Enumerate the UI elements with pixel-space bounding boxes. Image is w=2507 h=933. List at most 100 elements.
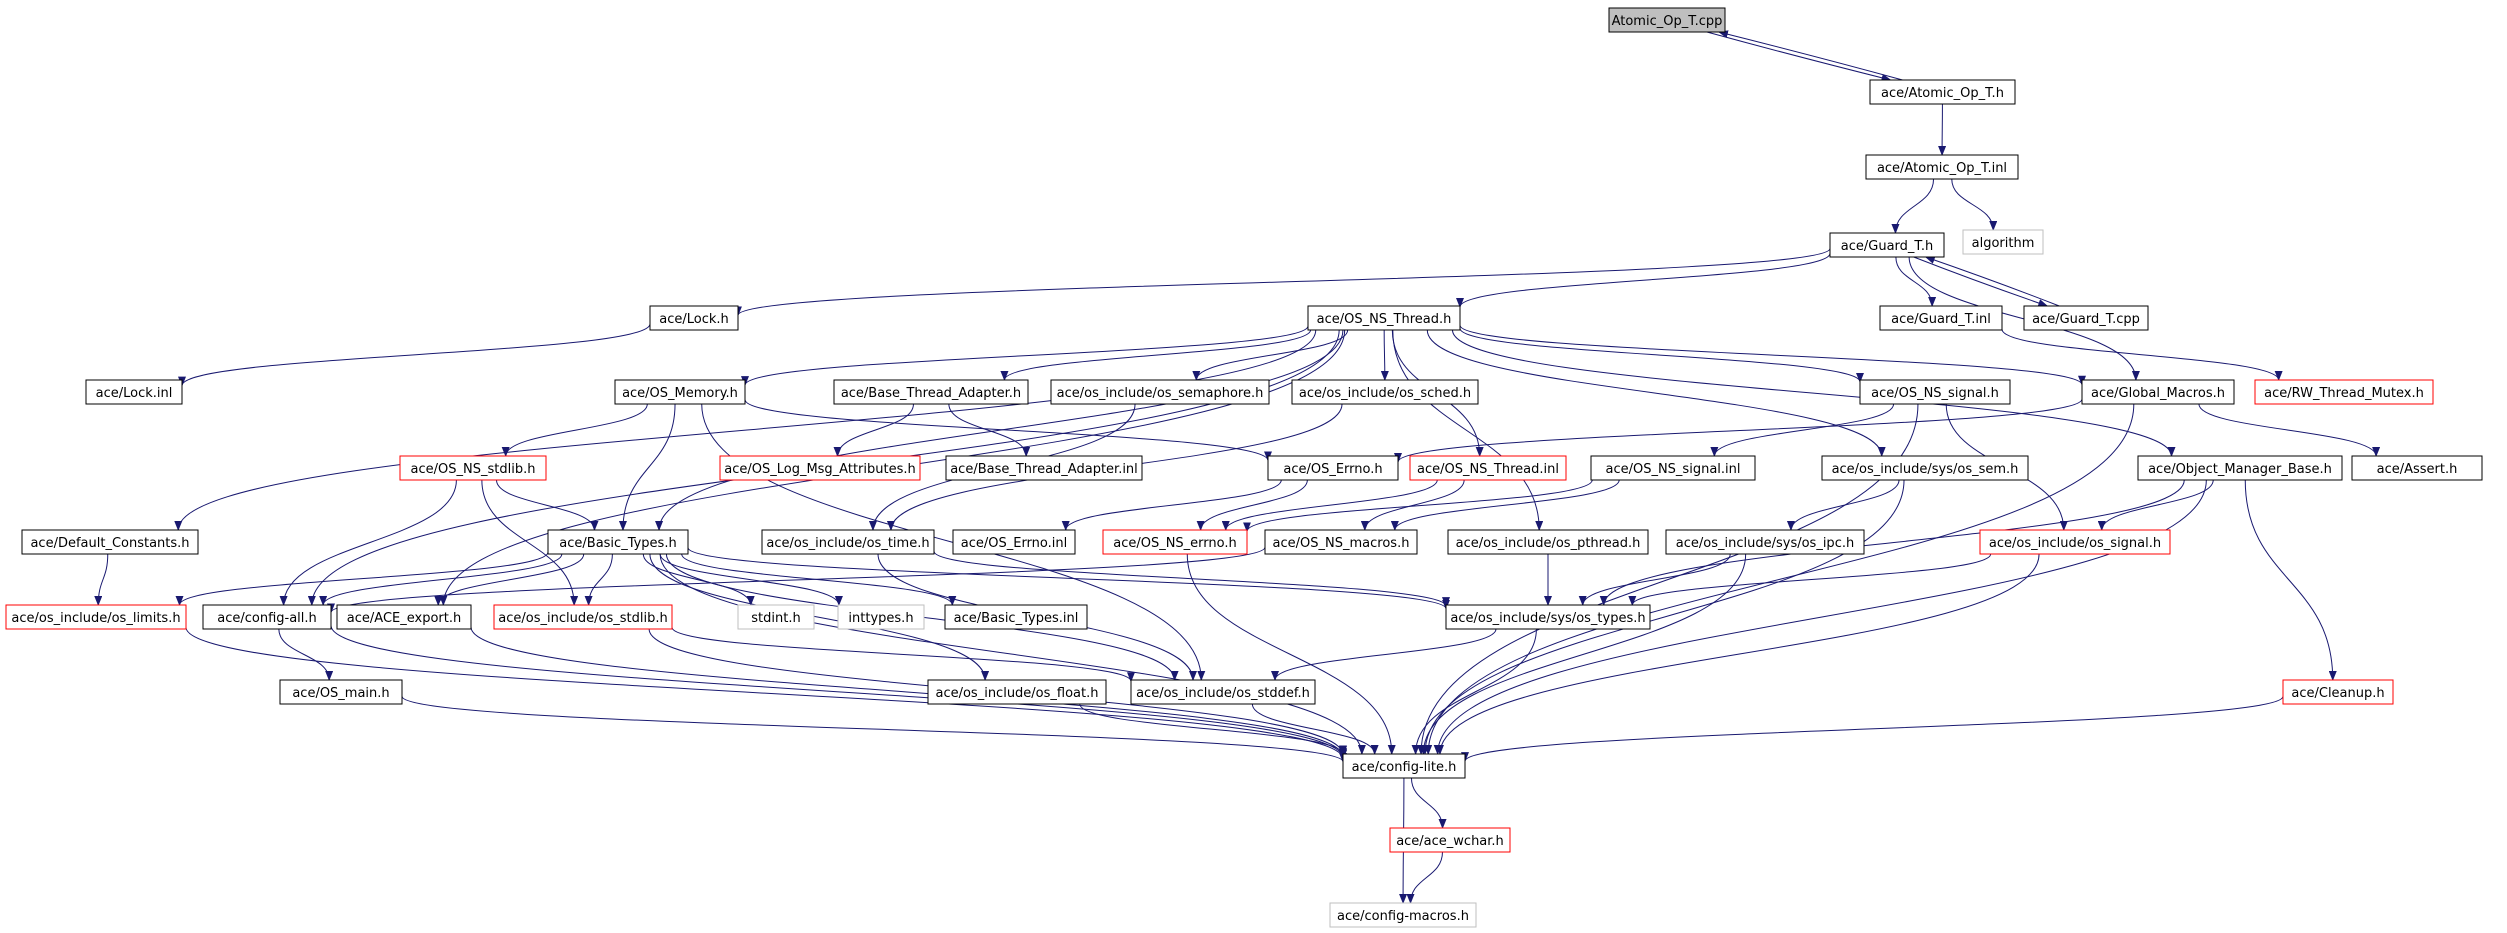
graph-node-aceexport-h[interactable]: ace/ACE_export.h: [336, 604, 472, 630]
edge-osmain_h-to-configlite_h: [401, 695, 1347, 763]
node-box: [1329, 902, 1477, 928]
graph-node-guard-h[interactable]: ace/Guard_T.h: [1829, 232, 1945, 258]
graph-node-osnsstdlib-h[interactable]: ace/OS_NS_stdlib.h: [399, 455, 547, 481]
graph-node-osstddef-h[interactable]: ace/os_include/os_stddef.h: [1130, 679, 1316, 705]
edge-osnsthread_h-to-objmgrbase_h: [1451, 329, 2176, 457]
node-box: [1869, 79, 2016, 105]
graph-node-osnssignal-inl[interactable]: ace/OS_NS_signal.inl: [1590, 455, 1756, 481]
node-box: [719, 455, 921, 481]
graph-node-btadapter-inl[interactable]: ace/Base_Thread_Adapter.inl: [945, 455, 1143, 481]
graph-node-root[interactable]: Atomic_Op_T.cpp: [1608, 7, 1726, 33]
graph-node-lock-inl[interactable]: ace/Lock.inl: [85, 379, 183, 405]
graph-node-ostime-h[interactable]: ace/os_include/os_time.h: [761, 529, 935, 555]
edge-globalmacros_h-to-assert_h: [2198, 403, 2381, 457]
graph-node-osmemory-h[interactable]: ace/OS_Memory.h: [614, 379, 746, 405]
graph-node-ospthread-h[interactable]: ace/os_include/os_pthread.h: [1447, 529, 1649, 555]
graph-node-btadapter-h[interactable]: ace/Base_Thread_Adapter.h: [833, 379, 1029, 405]
node-label: ace/config-macros.h: [1337, 909, 1469, 924]
graph-node-ostypes-h[interactable]: ace/os_include/sys/os_types.h: [1445, 604, 1651, 630]
node-label: ace/OS_Log_Msg_Attributes.h: [724, 462, 915, 477]
edge-oslimits_h-to-configlite_h: [185, 627, 1347, 761]
edge-basictypes_h-to-aceexport_h: [434, 553, 585, 606]
node-label: ace/ace_wchar.h: [1396, 834, 1504, 849]
graph-node-defconst-h[interactable]: ace/Default_Constants.h: [21, 529, 199, 555]
node-label: ace/os_include/sys/os_ipc.h: [1676, 536, 1854, 551]
graph-node-configlite-h[interactable]: ace/config-lite.h: [1342, 753, 1466, 779]
node-label: ace/os_include/os_time.h: [766, 536, 929, 551]
graph-node-guard-cpp[interactable]: ace/Guard_T.cpp: [2023, 305, 2149, 331]
edge-btadapter_h-to-oslogmsg_h: [833, 403, 914, 457]
node-box: [649, 305, 739, 331]
node-box: [1389, 827, 1511, 853]
edge-ossignal_h-to-ostypes_h: [1628, 553, 1992, 606]
edge-osmemory_h-to-oserrno_h: [744, 399, 1272, 462]
graph-node-oserrno-h[interactable]: ace/OS_Errno.h: [1267, 455, 1399, 481]
node-label: Atomic_Op_T.cpp: [1612, 14, 1723, 29]
node-label: ace/ACE_export.h: [347, 611, 461, 626]
node-box: [1665, 529, 1865, 555]
graph-node-osfloat-h[interactable]: ace/os_include/os_float.h: [927, 679, 1107, 705]
node-box: [2023, 305, 2149, 331]
edge-basictypes_h-to-stdint_h: [642, 553, 755, 606]
graph-node-osnsthread-inl[interactable]: ace/OS_NS_Thread.inl: [1409, 455, 1567, 481]
graph-node-osnssignal-h[interactable]: ace/OS_NS_signal.h: [1859, 379, 2011, 405]
node-label: ace/Basic_Types.h: [559, 536, 676, 551]
graph-node-ossched-h[interactable]: ace/os_include/os_sched.h: [1291, 379, 1479, 405]
edge-osnsthread_inl-to-osnsmacros_h: [1360, 479, 1465, 531]
edge-objmgrbase_h-to-cleanup_h: [2244, 479, 2337, 681]
graph-node-globalmacros-h[interactable]: ace/Global_Macros.h: [2081, 379, 2235, 405]
node-label: ace/Global_Macros.h: [2091, 386, 2225, 401]
node-label: ace/RW_Thread_Mutex.h: [2264, 386, 2424, 401]
edge-ostypes_h-to-osstddef_h: [1271, 628, 1497, 681]
edge-acewchar_h-to-configmacros_h: [1406, 851, 1443, 904]
graph-node-atomic-inl[interactable]: ace/Atomic_Op_T.inl: [1865, 154, 2019, 180]
node-label: ace/OS_Errno.inl: [961, 536, 1067, 551]
edge-objmgrbase_h-to-ostypes_h: [1599, 479, 2185, 606]
graph-node-guard-inl[interactable]: ace/Guard_T.inl: [1879, 305, 2003, 331]
graph-node-ossignal-h[interactable]: ace/os_include/os_signal.h: [1979, 529, 2171, 555]
graph-node-oserrno-inl[interactable]: ace/OS_Errno.inl: [952, 529, 1076, 555]
node-box: [1608, 7, 1726, 33]
edge-osnsstdlib_h-to-configall_h: [279, 479, 457, 606]
graph-node-acewchar-h[interactable]: ace/ace_wchar.h: [1389, 827, 1511, 853]
graph-node-stdint-h[interactable]: stdint.h: [737, 604, 815, 630]
graph-node-configmacros-h[interactable]: ace/config-macros.h: [1329, 902, 1477, 928]
graph-node-configall-h[interactable]: ace/config-all.h: [202, 604, 332, 630]
edge-aceexport_h-to-configlite_h: [470, 626, 1347, 758]
node-box: [1590, 455, 1756, 481]
edge-basictypes_h-to-ostypes_h: [687, 547, 1450, 610]
graph-node-osipc-h[interactable]: ace/os_include/sys/os_ipc.h: [1665, 529, 1865, 555]
node-box: [837, 604, 925, 630]
graph-node-osmain-h[interactable]: ace/OS_main.h: [279, 679, 403, 705]
node-box: [944, 604, 1088, 630]
node-label: ace/os_include/sys/os_types.h: [1450, 611, 1645, 626]
node-box: [336, 604, 472, 630]
edge-osnsthread_h-to-osnssignal_h: [1459, 328, 1864, 383]
node-box: [85, 379, 183, 405]
node-label: algorithm: [1972, 236, 2035, 251]
graph-node-ossem-h[interactable]: ace/os_include/sys/os_sem.h: [1821, 455, 2029, 481]
graph-node-osnserrno-h[interactable]: ace/OS_NS_errno.h: [1102, 529, 1248, 555]
graph-node-basictypes-h[interactable]: ace/Basic_Types.h: [547, 529, 689, 555]
graph-node-osstdlib-h[interactable]: ace/os_include/os_stdlib.h: [493, 604, 673, 630]
node-box: [1447, 529, 1649, 555]
graph-node-rwthreadmutex-h[interactable]: ace/RW_Thread_Mutex.h: [2254, 379, 2434, 405]
graph-node-osnsmacros-h[interactable]: ace/OS_NS_macros.h: [1264, 529, 1418, 555]
graph-node-oslogmsg-h[interactable]: ace/OS_Log_Msg_Attributes.h: [719, 455, 921, 481]
graph-node-lock-h[interactable]: ace/Lock.h: [649, 305, 739, 331]
graph-node-cleanup-h[interactable]: ace/Cleanup.h: [2282, 679, 2394, 705]
graph-node-assert-h[interactable]: ace/Assert.h: [2351, 455, 2483, 481]
node-box: [1445, 604, 1651, 630]
graph-node-inttypes-h[interactable]: inttypes.h: [837, 604, 925, 630]
graph-node-atomic-h[interactable]: ace/Atomic_Op_T.h: [1869, 79, 2016, 105]
graph-node-oslimits-h[interactable]: ace/os_include/os_limits.h: [5, 604, 187, 630]
node-box: [1307, 305, 1461, 331]
edge-objmgrbase_h-to-ossignal_h: [2097, 479, 2214, 531]
graph-node-basictypes-inl[interactable]: ace/Basic_Types.inl: [944, 604, 1088, 630]
graph-node-osnsthread-h[interactable]: ace/OS_NS_Thread.h: [1307, 305, 1461, 331]
edge-osnsstdlib_h-to-osstdlib_h: [481, 479, 579, 606]
graph-node-objmgrbase-h[interactable]: ace/Object_Manager_Base.h: [2137, 455, 2343, 481]
graph-node-algorithm[interactable]: algorithm: [1962, 229, 2044, 255]
graph-node-ossemaphore-h[interactable]: ace/os_include/os_semaphore.h: [1050, 379, 1270, 405]
edge-osnsthread_h-to-ossched_h: [1380, 329, 1389, 381]
